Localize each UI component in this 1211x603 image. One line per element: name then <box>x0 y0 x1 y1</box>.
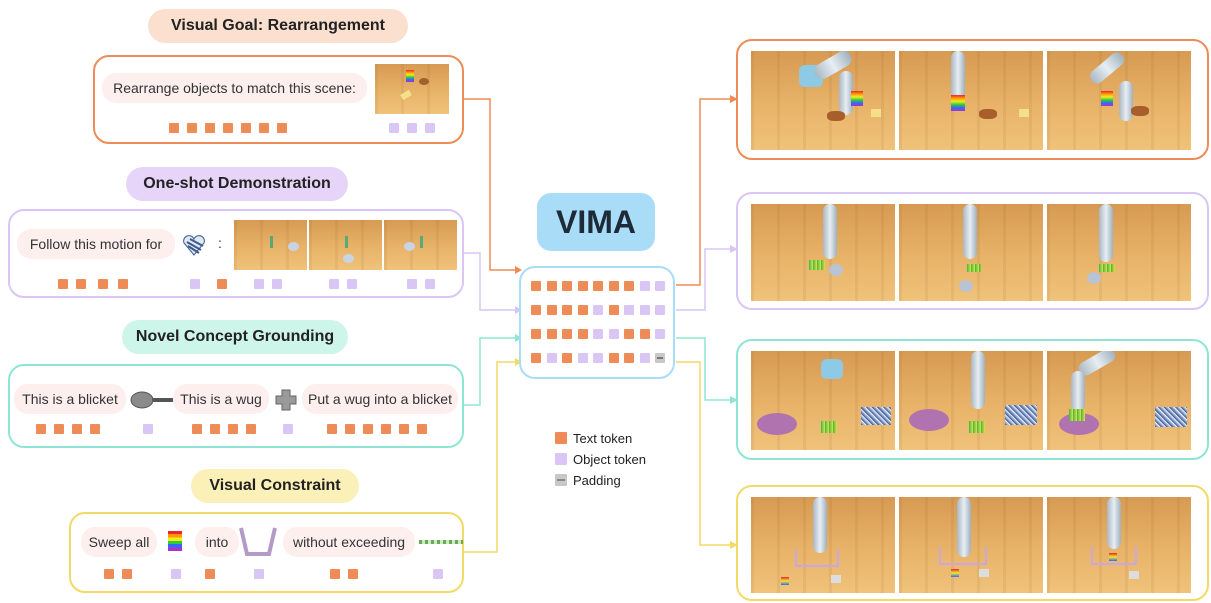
object-token <box>608 329 619 339</box>
legend-padding: Padding <box>573 473 621 488</box>
text-token <box>577 281 588 291</box>
arrow-out-2 <box>676 248 730 311</box>
object-token <box>655 281 665 291</box>
prompt-panel-demonstration: Follow this motion for : <box>8 209 464 298</box>
token-sequence-grid <box>519 266 675 379</box>
task-label-constraint: Visual Constraint <box>191 469 359 503</box>
hexagon-block <box>419 78 429 85</box>
demo-frame-3 <box>384 220 457 270</box>
text-token <box>562 353 572 363</box>
text-token <box>577 329 588 339</box>
text-token <box>608 281 619 291</box>
arrow-out-1 <box>676 98 730 286</box>
output-frame <box>1047 204 1191 301</box>
text-token <box>546 329 557 339</box>
legend-object-token-swatch <box>555 453 567 465</box>
task-label-rearrangement: Visual Goal: Rearrangement <box>148 9 408 43</box>
output-frame <box>751 497 895 593</box>
arrow-grounding <box>463 337 515 406</box>
arrow-demonstration <box>463 252 515 311</box>
cross-block-icon <box>275 389 297 411</box>
legend-text-token-swatch <box>555 432 567 444</box>
legend-text-token: Text token <box>573 431 633 446</box>
rainbow-block-icon <box>406 70 414 82</box>
output-frame <box>751 51 895 150</box>
text-token <box>608 353 619 363</box>
output-frame <box>1047 51 1191 150</box>
object-token <box>546 353 557 363</box>
vima-title: VIMA <box>537 193 655 251</box>
prompt-text: This is a wug <box>173 384 269 414</box>
text-token <box>546 281 557 291</box>
text-token <box>639 329 650 339</box>
object-token <box>577 353 588 363</box>
prompt-text: into <box>195 527 239 557</box>
output-panel-constraint <box>736 485 1209 601</box>
demo-frame-1 <box>234 220 307 270</box>
prompt-text: Put a wug into a blicket <box>302 384 458 414</box>
arrow-out-4 <box>676 361 730 546</box>
bowl-icon <box>239 527 277 556</box>
task-label-demonstration: One-shot Demonstration <box>126 167 348 201</box>
wavy-heart-icon <box>183 235 205 256</box>
output-frame <box>1047 351 1191 450</box>
text-token <box>608 305 619 315</box>
demo-frame-2 <box>309 220 382 270</box>
rainbow-block-icon <box>168 531 182 551</box>
output-frame <box>751 204 895 301</box>
text-token <box>593 281 603 291</box>
object-token <box>593 353 603 363</box>
goal-scene-image <box>375 64 449 114</box>
output-panel-demonstration <box>736 192 1209 310</box>
text-token <box>562 281 572 291</box>
text-token <box>624 281 634 291</box>
text-token <box>562 305 572 315</box>
arrow-rearrangement <box>463 98 515 271</box>
text-token <box>624 353 634 363</box>
text-token <box>624 329 634 339</box>
prompt-panel-grounding: This is a blicket This is a wug Put a wu… <box>8 364 464 448</box>
text-token <box>531 329 541 339</box>
text-token <box>531 305 541 315</box>
text-token <box>531 281 541 291</box>
output-frame <box>899 497 1043 593</box>
object-token <box>593 305 603 315</box>
object-token <box>655 305 665 315</box>
object-token <box>593 329 603 339</box>
line-constraint-icon <box>419 540 463 544</box>
prompt-text: without exceeding <box>283 527 415 557</box>
output-frame <box>1047 497 1191 593</box>
object-token <box>639 281 650 291</box>
text-token <box>546 305 557 315</box>
colon-text: : <box>218 235 222 251</box>
object-token <box>624 305 634 315</box>
prompt-text: Follow this motion for <box>17 229 175 259</box>
text-token <box>562 329 572 339</box>
output-frame <box>899 51 1043 150</box>
prompt-text: Rearrange objects to match this scene: <box>102 73 367 103</box>
output-frame <box>899 204 1043 301</box>
object-token <box>639 305 650 315</box>
output-panel-rearrangement <box>736 39 1209 160</box>
prompt-panel-constraint: Sweep all into without exceeding <box>69 512 464 593</box>
legend-object-token: Object token <box>573 452 646 467</box>
letter-block <box>400 89 412 101</box>
prompt-panel-rearrangement: Rearrange objects to match this scene: <box>93 55 464 144</box>
padding-token <box>655 353 665 363</box>
arrow-constraint <box>463 361 515 553</box>
prompt-text: This is a blicket <box>14 384 126 414</box>
object-token <box>639 353 650 363</box>
output-panel-grounding <box>736 339 1209 460</box>
legend-padding-swatch <box>555 474 567 486</box>
text-token <box>577 305 588 315</box>
frying-pan-icon <box>130 391 174 409</box>
arrow-out-3 <box>676 337 730 401</box>
task-label-grounding: Novel Concept Grounding <box>122 320 348 354</box>
output-frame <box>751 351 895 450</box>
text-token <box>531 353 541 363</box>
output-frame <box>899 351 1043 450</box>
object-token <box>655 329 665 339</box>
prompt-text: Sweep all <box>81 527 157 557</box>
